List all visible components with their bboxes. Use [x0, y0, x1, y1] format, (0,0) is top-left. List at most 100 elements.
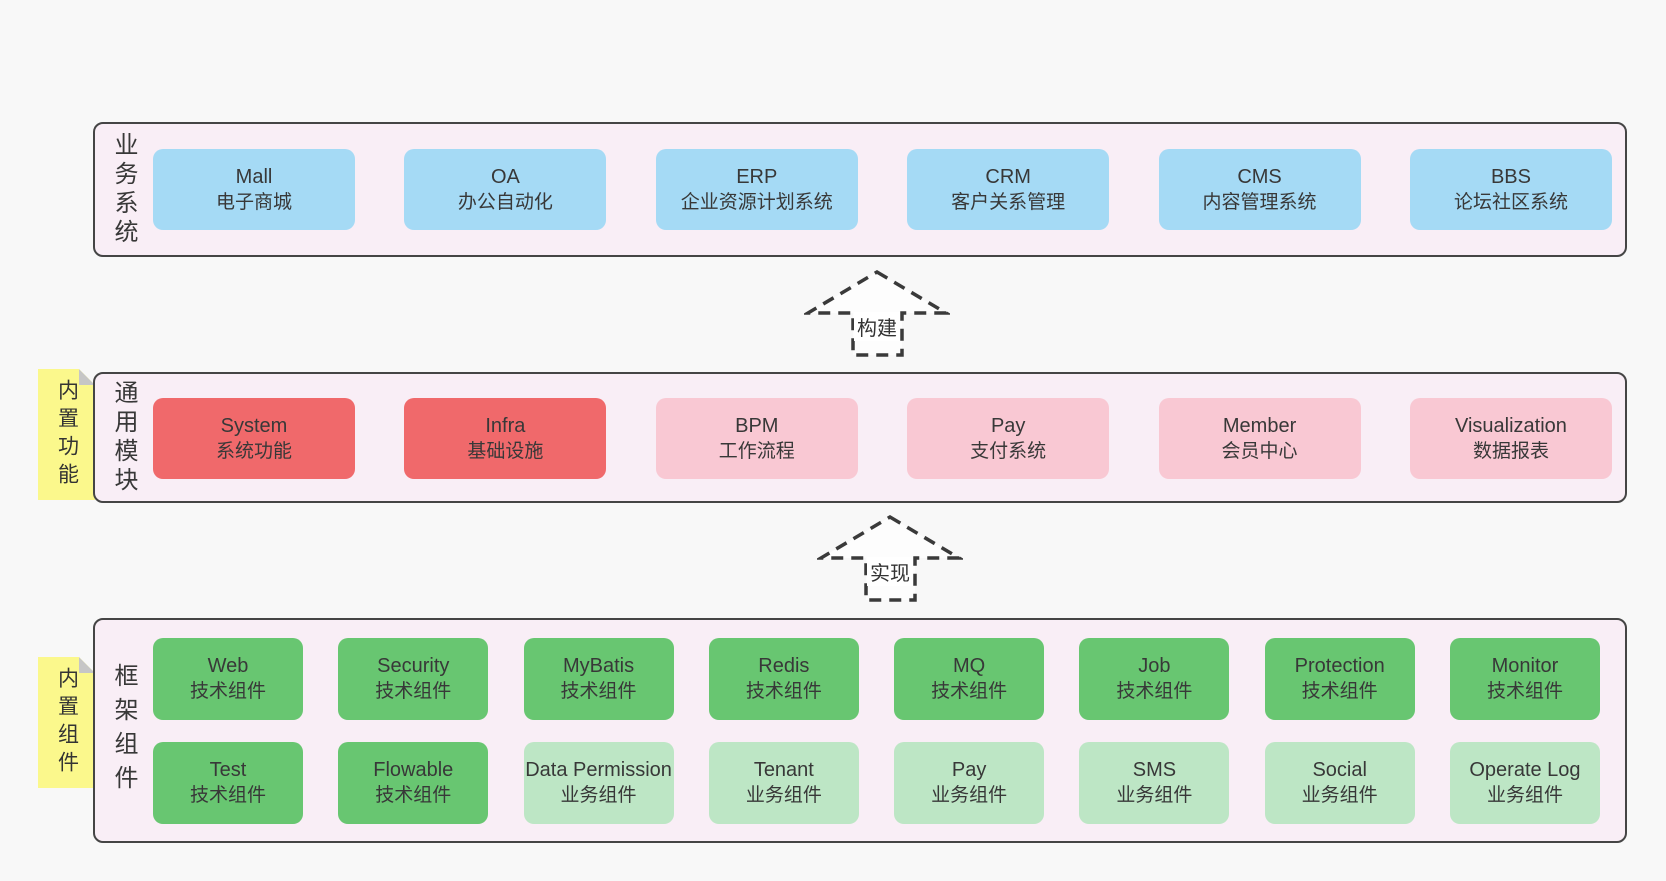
box-subtitle: 业务组件	[1116, 785, 1193, 806]
box-title: Security	[377, 655, 450, 677]
box-subtitle: 技术组件	[745, 681, 822, 702]
note-text: 内置功能	[55, 378, 79, 491]
box-subtitle: 内容管理系统	[1202, 191, 1317, 213]
box-title: Social	[1312, 759, 1367, 781]
box-title: CRM	[985, 165, 1031, 188]
box-subtitle: 数据报表	[1472, 440, 1549, 462]
band-components-label: 框架组件	[110, 662, 137, 799]
arrow-implement-label: 实现	[867, 557, 913, 586]
box-title: MyBatis	[563, 655, 635, 677]
box-security: Security 技术组件	[338, 638, 489, 720]
modules-box-row: System 系统功能 Infra 基础设施 BPM 工作流程 Pay 支付系统 Member 会…	[153, 398, 1612, 479]
box-tenant: Tenant 业务组件	[708, 742, 859, 824]
box-pay: Pay 业务组件	[894, 742, 1045, 824]
box-title: Mall	[235, 165, 273, 188]
box-subtitle: 企业资源计划系统	[680, 191, 833, 213]
box-subtitle: 电子商城	[215, 191, 292, 213]
box-title: SMS	[1132, 759, 1177, 781]
box-operate-log: Operate Log 业务组件	[1449, 742, 1600, 824]
box-title: Tenant	[753, 759, 814, 781]
box-subtitle: 业务组件	[1301, 785, 1378, 806]
box-title: Redis	[758, 655, 810, 677]
box-subtitle: 论坛社区系统	[1453, 191, 1568, 213]
box-subtitle: 技术组件	[1116, 681, 1193, 702]
box-job: Job 技术组件	[1079, 638, 1230, 720]
band-modules-label: 通用模块	[110, 379, 137, 496]
box-mq: MQ 技术组件	[894, 638, 1045, 720]
box-title: ERP	[736, 165, 778, 188]
box-title: BPM	[735, 414, 779, 437]
box-subtitle: 工作流程	[718, 440, 795, 462]
box-subtitle: 技术组件	[189, 785, 266, 806]
box-subtitle: 技术组件	[560, 681, 637, 702]
box-title: Pay	[990, 414, 1026, 437]
box-title: Monitor	[1491, 655, 1559, 677]
box-subtitle: 技术组件	[931, 681, 1008, 702]
sticky-note-built-in-components: 内置组件	[38, 657, 95, 788]
box-cms: CMS 内容管理系统	[1158, 149, 1361, 230]
box-title: Pay	[951, 759, 987, 781]
box-data-permission: Data Permission 业务组件	[523, 742, 674, 824]
box-subtitle: 技术组件	[1301, 681, 1378, 702]
box-protection: Protection 技术组件	[1264, 638, 1415, 720]
band-business-label: 业务系统	[110, 131, 137, 248]
band-common-modules: 通用模块 System 系统功能 Infra 基础设施 BPM 工作流程 Pay 支付系统 Me…	[93, 372, 1627, 503]
box-bpm: BPM 工作流程	[655, 398, 858, 479]
box-monitor: Monitor 技术组件	[1449, 638, 1600, 720]
box-title: Flowable	[373, 759, 454, 781]
box-subtitle: 基础设施	[467, 440, 544, 462]
box-title: Test	[209, 759, 247, 781]
note-text: 内置组件	[55, 666, 79, 779]
box-title: Protection	[1294, 655, 1385, 677]
box-redis: Redis 技术组件	[708, 638, 859, 720]
box-subtitle: 技术组件	[1486, 681, 1563, 702]
box-subtitle: 业务组件	[931, 785, 1008, 806]
box-subtitle: 技术组件	[375, 681, 452, 702]
box-erp: ERP 企业资源计划系统	[655, 149, 858, 230]
box-title: MQ	[953, 655, 986, 677]
box-test: Test 技术组件	[153, 742, 303, 824]
sticky-note-built-in-features: 内置功能	[38, 369, 95, 500]
box-mybatis: MyBatis 技术组件	[523, 638, 674, 720]
box-crm: CRM 客户关系管理	[907, 149, 1110, 230]
box-subtitle: 业务组件	[1486, 785, 1563, 806]
box-social: Social 业务组件	[1264, 742, 1415, 824]
box-title: Data Permission	[525, 759, 672, 781]
box-flowable: Flowable 技术组件	[338, 742, 489, 824]
box-title: Operate Log	[1469, 759, 1581, 781]
box-title: Infra	[485, 414, 526, 437]
box-title: System	[220, 414, 288, 437]
box-subtitle: 客户关系管理	[951, 191, 1066, 213]
box-pay: Pay 支付系统	[907, 398, 1110, 479]
box-member: Member 会员中心	[1158, 398, 1361, 479]
box-subtitle: 会员中心	[1221, 440, 1298, 462]
box-subtitle: 业务组件	[560, 785, 637, 806]
arrow-implement-up: 实现	[817, 514, 963, 604]
box-title: Member	[1222, 414, 1297, 437]
arrow-build-up: 构建	[804, 269, 950, 359]
box-subtitle: 技术组件	[375, 785, 452, 806]
box-title: Job	[1138, 655, 1171, 677]
arrow-build-label: 构建	[854, 312, 900, 341]
box-subtitle: 业务组件	[745, 785, 822, 806]
box-system: System 系统功能	[153, 398, 355, 479]
box-subtitle: 支付系统	[970, 440, 1047, 462]
box-sms: SMS 业务组件	[1079, 742, 1230, 824]
box-subtitle: 技术组件	[189, 681, 266, 702]
box-infra: Infra 基础设施	[404, 398, 607, 479]
box-subtitle: 系统功能	[215, 440, 292, 462]
box-title: CMS	[1237, 165, 1282, 188]
box-title: BBS	[1490, 165, 1531, 188]
box-subtitle: 办公自动化	[457, 191, 553, 213]
box-mall: Mall 电子商城	[153, 149, 355, 230]
box-bbs: BBS 论坛社区系统	[1409, 149, 1612, 230]
